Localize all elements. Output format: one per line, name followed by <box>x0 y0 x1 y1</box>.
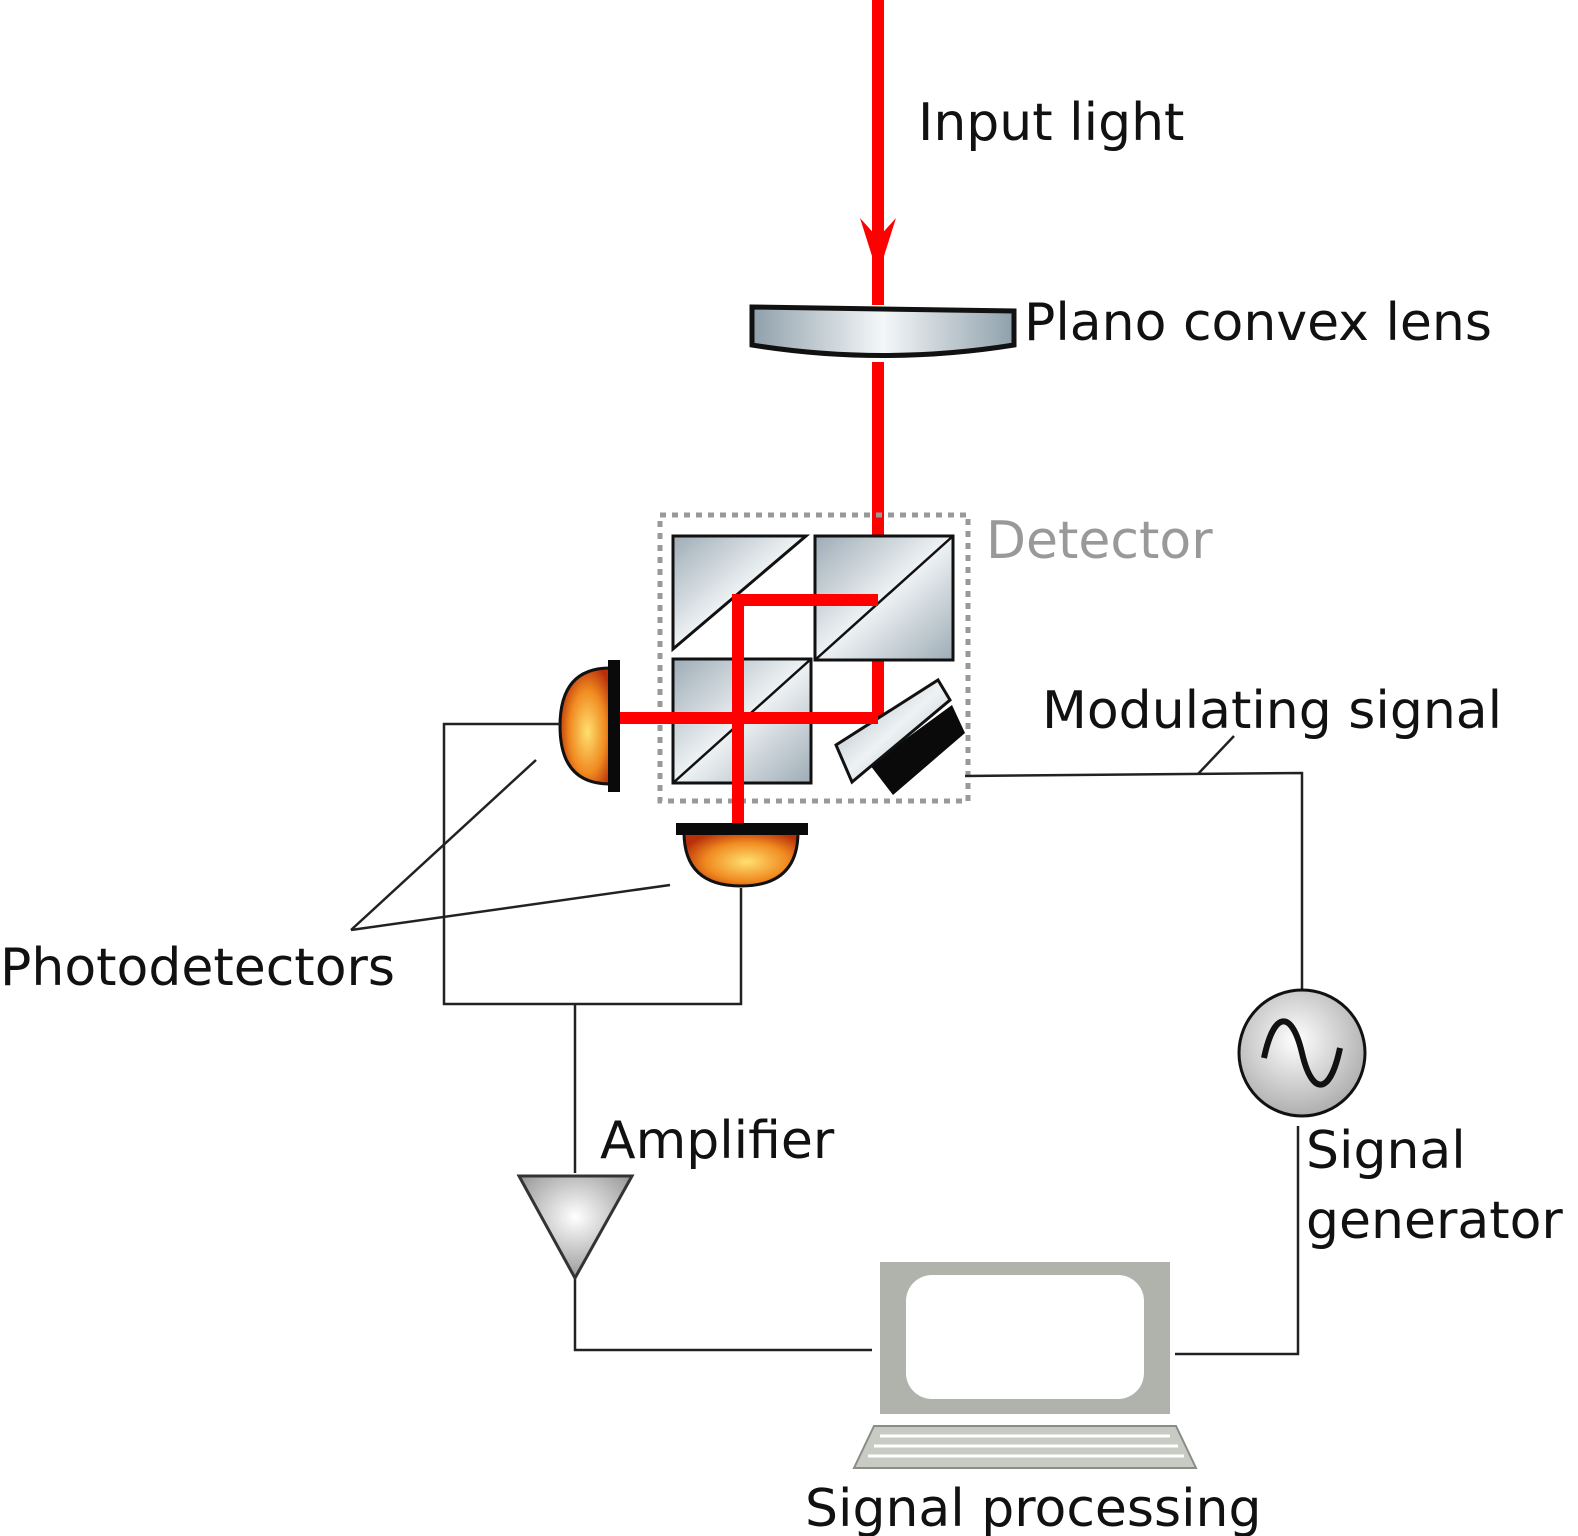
input-beam <box>860 0 896 305</box>
detector-box <box>657 512 971 804</box>
laptop-icon <box>852 1262 1198 1469</box>
prism-top-left <box>671 534 811 653</box>
detector-wiring <box>442 722 872 1352</box>
signal-generator <box>1237 988 1367 1118</box>
generator-to-processing-wire <box>1175 1126 1300 1356</box>
photodetectors-leaders <box>350 759 671 932</box>
sine-wave-icon <box>1261 1018 1343 1088</box>
amplifier <box>516 1174 635 1282</box>
detector-label: Detector <box>986 511 1213 571</box>
signal-processing-label: Signal processing <box>805 1479 1262 1536</box>
plano-convex-lens <box>749 304 1017 358</box>
photodetector-bottom <box>676 823 808 888</box>
input-light-label: Input light <box>918 93 1184 153</box>
modulating-signal-wiring <box>964 735 1304 996</box>
signal-generator-label-line1: Signal <box>1306 1121 1466 1181</box>
photodetector-left <box>558 660 620 792</box>
photodetectors-label: Photodetectors <box>0 938 395 998</box>
detector-beam-path <box>618 594 878 826</box>
signal-generator-label-line2: generator <box>1306 1191 1563 1251</box>
plano-convex-lens-label: Plano convex lens <box>1024 293 1492 353</box>
modulated-mirror <box>834 677 965 795</box>
amplifier-label: Amplifier <box>600 1111 835 1171</box>
modulating-signal-label: Modulating signal <box>1042 681 1502 741</box>
